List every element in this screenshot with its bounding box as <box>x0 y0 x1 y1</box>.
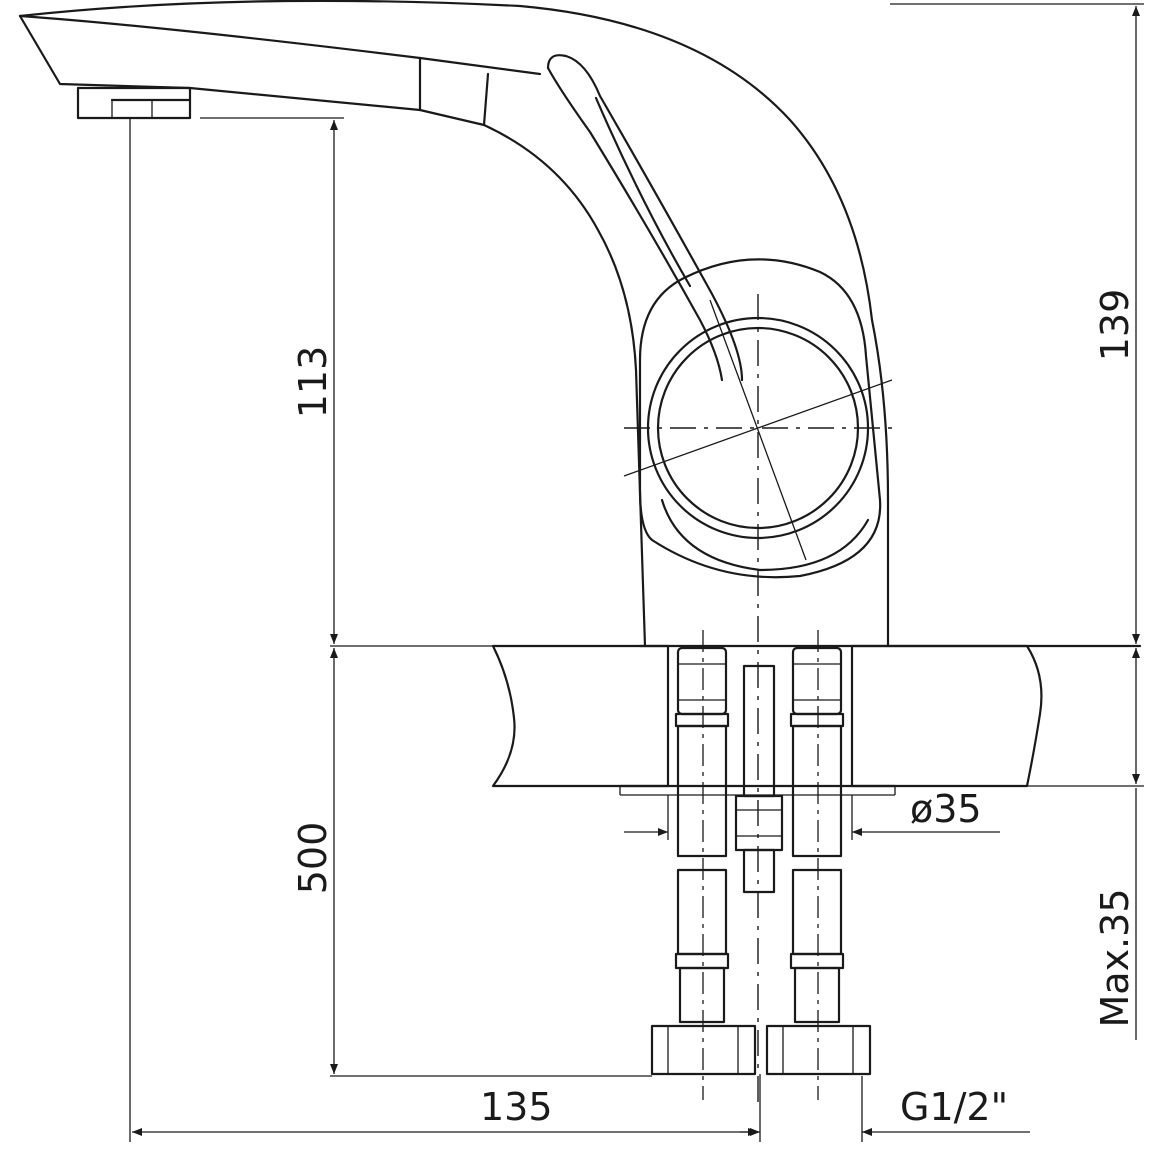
aerator <box>76 86 192 120</box>
dim-hole-diameter-label: ø35 <box>910 787 982 831</box>
countertop-right-block <box>850 644 1043 788</box>
countertop-section <box>491 644 1043 796</box>
countertop-left-block <box>491 644 670 788</box>
lever-handle <box>546 54 744 382</box>
spout-outline <box>18 14 647 648</box>
faucet-body <box>18 0 1142 1110</box>
dim-135-label: 135 <box>480 1085 553 1129</box>
dim-500-label: 500 <box>291 822 335 895</box>
mounting-stud <box>734 664 784 894</box>
supply-hose-right <box>765 630 872 1100</box>
cartridge-housing <box>638 258 882 579</box>
dimensions <box>129 3 1144 1142</box>
dim-113-label: 113 <box>291 346 335 419</box>
supply-hose-left <box>650 630 757 1100</box>
dim-thread-label: G1/2" <box>900 1085 1008 1129</box>
dim-139-label: 139 <box>1093 289 1137 362</box>
dim-max35-label: Max.35 <box>1093 889 1137 1028</box>
